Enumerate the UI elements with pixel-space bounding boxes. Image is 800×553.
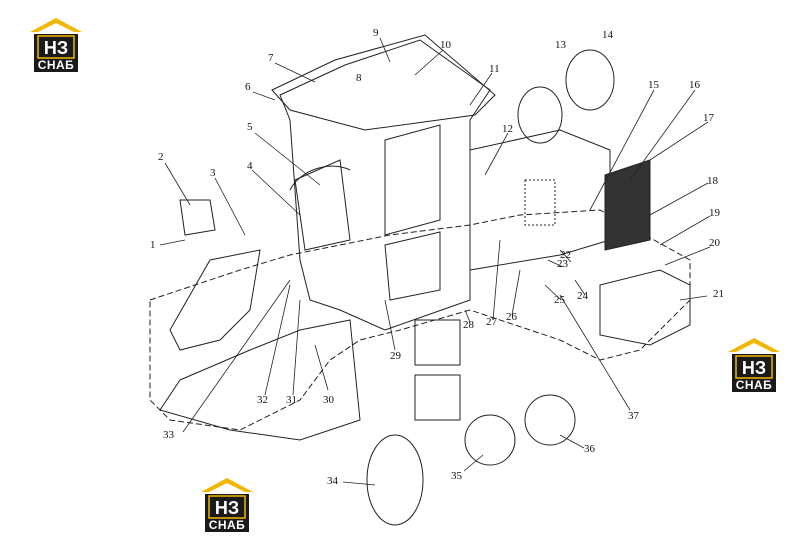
callout-10: 10 [440, 39, 451, 51]
callout-36: 36 [584, 443, 595, 455]
cab-body [279, 39, 491, 331]
logo-text: СНАБ [208, 518, 246, 532]
callout-4: 4 [247, 160, 253, 172]
brand-logo-top-left: НЗ СНАБ [24, 14, 88, 74]
svg-text:НЗ: НЗ [215, 498, 239, 518]
callout-32: 32 [257, 394, 268, 406]
callout-1: 1 [150, 239, 156, 251]
callout-2: 2 [158, 151, 164, 163]
house-logo-icon: НЗ [30, 18, 82, 72]
house-logo-icon: НЗ [728, 338, 780, 392]
steps-upper [414, 319, 461, 366]
detail-circle-35 [464, 414, 516, 466]
callout-15: 15 [648, 79, 659, 91]
logo-text: СНАБ [735, 378, 773, 392]
callout-11: 11 [489, 63, 500, 75]
callout-13: 13 [555, 39, 566, 51]
callout-29: 29 [390, 350, 401, 362]
callout-21: 21 [713, 288, 724, 300]
cab-door [384, 231, 441, 301]
callout-20: 20 [709, 237, 720, 249]
battery-box [599, 269, 691, 346]
callout-18: 18 [707, 175, 718, 187]
cab-window-side [384, 124, 441, 236]
callout-6: 6 [245, 81, 251, 93]
cab-front-glass [294, 159, 351, 251]
callout-24: 24 [577, 290, 588, 302]
callout-8: 8 [356, 72, 362, 84]
rear-hood [469, 129, 611, 271]
detail-circle-34 [366, 434, 424, 526]
detail-circle-14 [565, 49, 615, 111]
callout-33: 33 [163, 429, 174, 441]
svg-text:НЗ: НЗ [44, 38, 68, 58]
callout-17: 17 [703, 112, 714, 124]
callout-23: 23 [557, 258, 568, 270]
detail-circle-13 [517, 86, 563, 144]
cab-roof [271, 34, 496, 131]
mirror-bracket [179, 199, 216, 236]
callout-22: 22 [560, 249, 571, 261]
brand-logo-bottom: НЗ СНАБ [195, 474, 259, 534]
callout-3: 3 [210, 167, 216, 179]
callout-31: 31 [286, 394, 297, 406]
callout-26: 26 [506, 311, 517, 323]
house-logo-icon: НЗ [201, 478, 253, 532]
callout-16: 16 [689, 79, 700, 91]
detail-circle-36 [524, 394, 576, 446]
brand-logo-right: НЗ СНАБ [722, 334, 786, 394]
callout-12: 12 [502, 123, 513, 135]
callout-19: 19 [709, 207, 720, 219]
svg-text:НЗ: НЗ [742, 358, 766, 378]
callout-5: 5 [247, 121, 253, 133]
logo-text: СНАБ [37, 58, 75, 72]
hose-run [289, 165, 351, 191]
radiator-fins [604, 159, 651, 251]
grille [524, 179, 556, 226]
callout-9: 9 [373, 27, 379, 39]
callout-28: 28 [463, 319, 474, 331]
front-frame [159, 319, 361, 441]
callout-30: 30 [323, 394, 334, 406]
callout-37: 37 [628, 410, 639, 422]
loader-arm [169, 249, 261, 351]
steps-lower [414, 374, 461, 421]
callout-7: 7 [268, 52, 274, 64]
callout-25: 25 [554, 294, 565, 306]
callout-27: 27 [486, 316, 497, 328]
callout-14: 14 [602, 29, 613, 41]
callout-35: 35 [451, 470, 462, 482]
callout-34: 34 [327, 475, 338, 487]
